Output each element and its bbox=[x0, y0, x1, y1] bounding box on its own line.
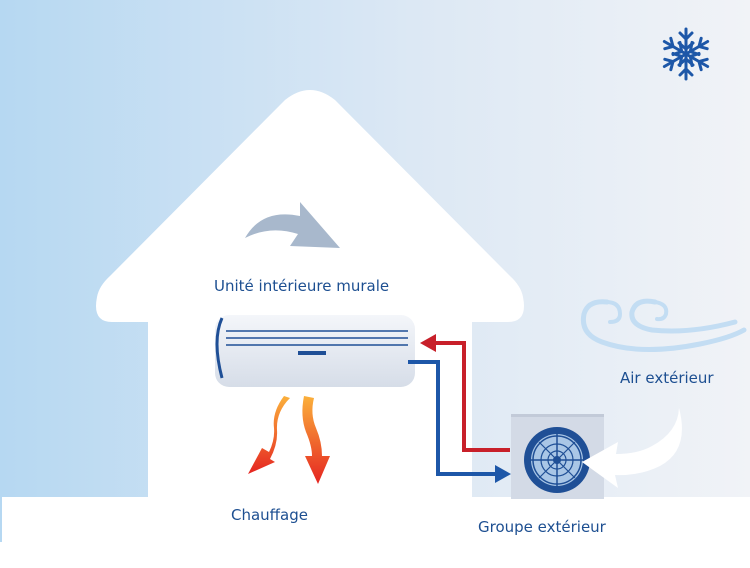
indoor-unit-label: Unité intérieure murale bbox=[214, 277, 390, 295]
outdoor-air-label: Air extérieur bbox=[620, 369, 714, 387]
ground bbox=[0, 497, 750, 568]
curved-arrow-icon bbox=[245, 202, 340, 248]
outdoor-air-arrow bbox=[582, 408, 682, 488]
fan-icon bbox=[524, 427, 590, 493]
ground-left-edge bbox=[0, 497, 2, 542]
indoor-wall-unit bbox=[215, 315, 415, 387]
outdoor-unit-label: Groupe extérieur bbox=[478, 518, 606, 536]
cold-line-arrowhead bbox=[495, 465, 511, 483]
house-silhouette bbox=[96, 90, 524, 497]
snowflake-icon bbox=[659, 27, 713, 81]
cold-refrigerant-line bbox=[408, 360, 496, 476]
hot-refrigerant-line bbox=[434, 341, 510, 452]
heating-label: Chauffage bbox=[231, 506, 308, 524]
heat-arrow-right bbox=[302, 396, 330, 484]
hot-line-arrowhead bbox=[420, 334, 436, 352]
heat-arrow-left bbox=[248, 396, 290, 474]
wind-swirl-icon bbox=[580, 298, 747, 353]
